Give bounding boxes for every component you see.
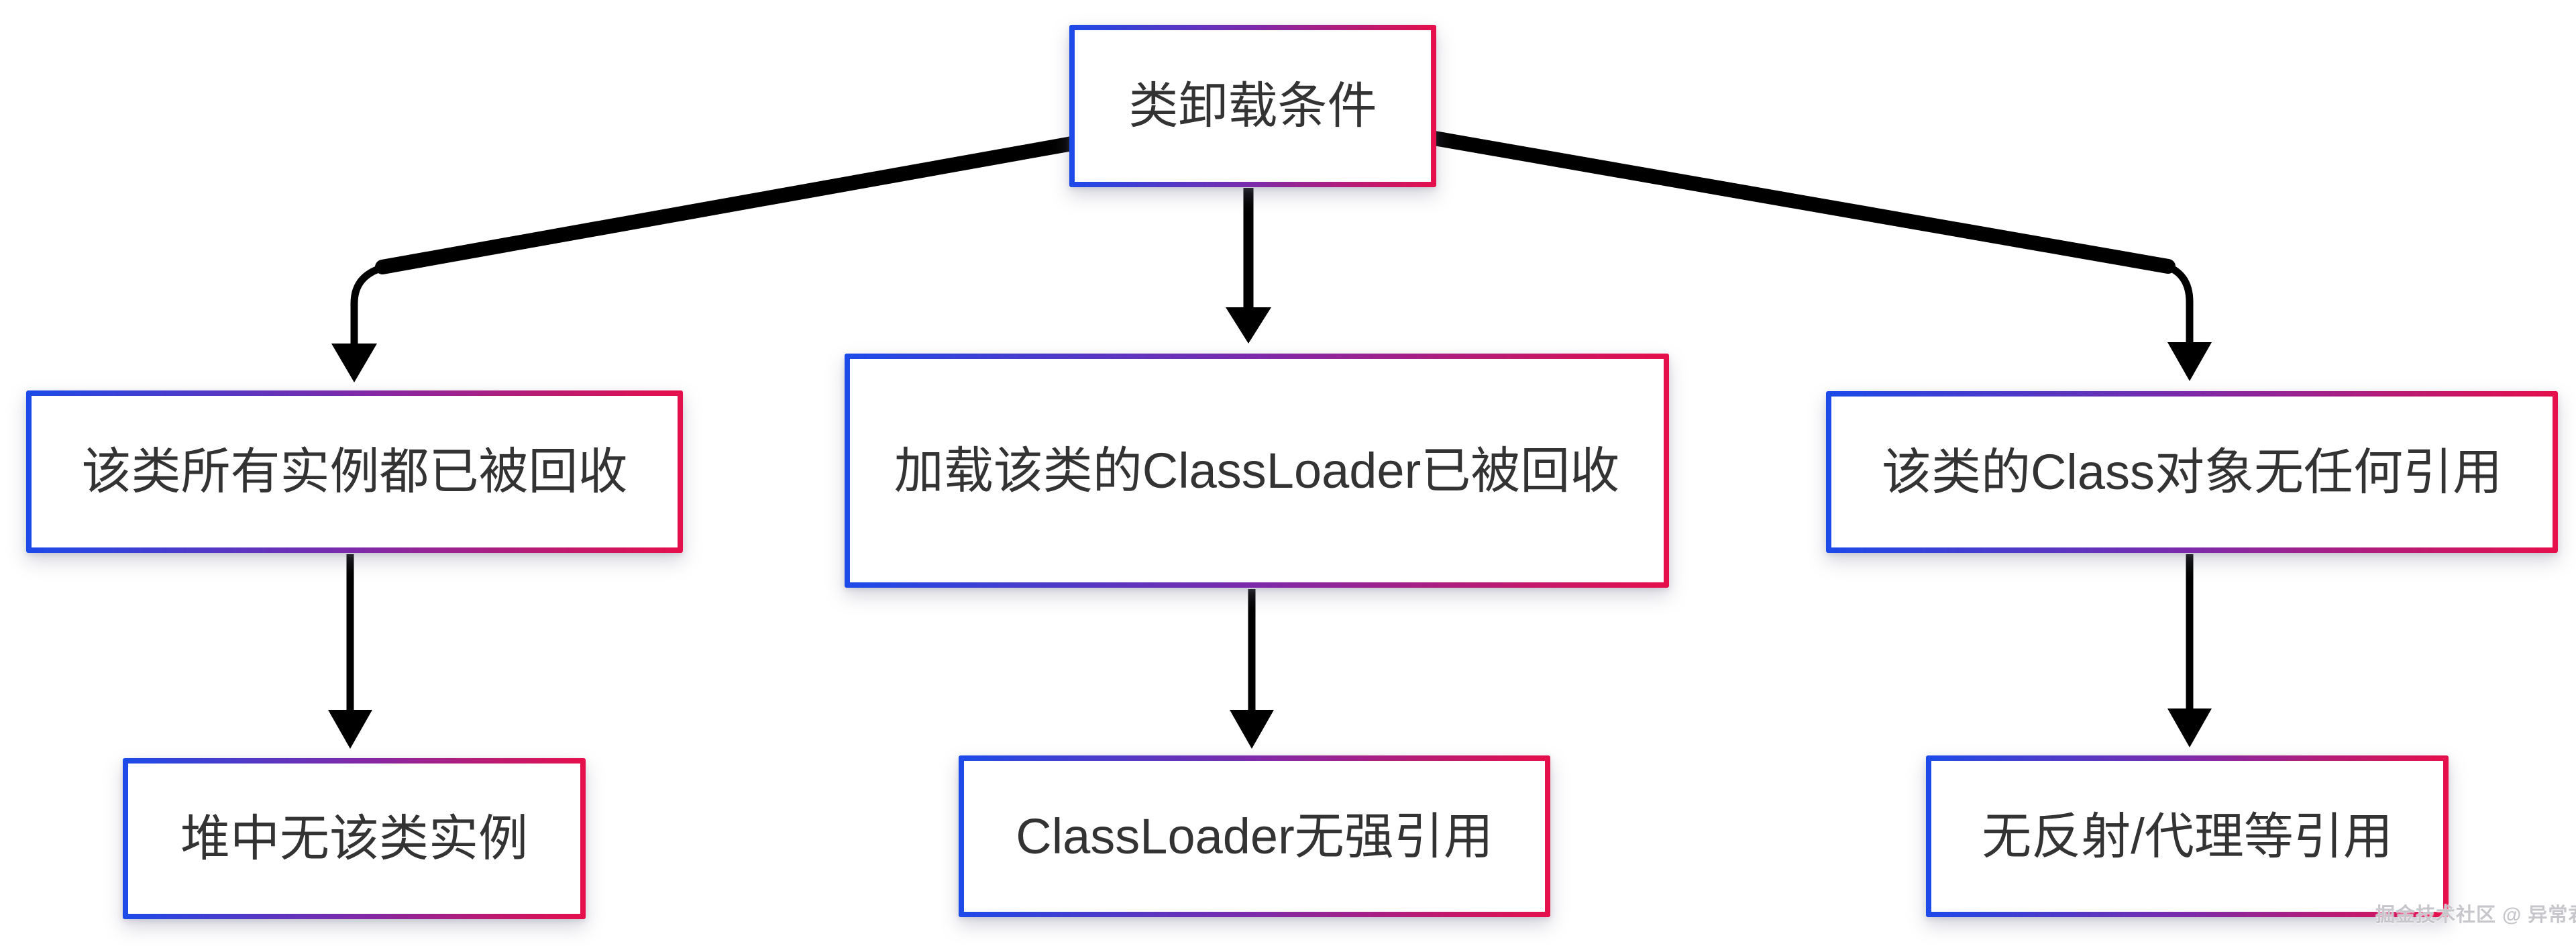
connector-root-to-cond-3 bbox=[1427, 131, 2212, 381]
arrowhead-cond-1 bbox=[331, 344, 377, 382]
connector-root-to-cond-1 bbox=[331, 136, 1079, 382]
node-detail-classloader-no-strong-refs: ClassLoader无强引用 bbox=[959, 755, 1550, 917]
connector-cond-2-to-detail-2 bbox=[1230, 589, 1274, 749]
connector-root-to-cond-2 bbox=[1226, 188, 1271, 344]
node-condition-3-label: 该类的Class对象无任何引用 bbox=[1881, 443, 2503, 500]
node-condition-2-label: 加载该类的ClassLoader已被回收 bbox=[894, 442, 1620, 498]
arrowhead-detail-2 bbox=[1230, 710, 1274, 749]
node-detail-no-reflection-proxy-refs: 无反射/代理等引用 bbox=[1926, 755, 2449, 917]
node-root-label: 类卸载条件 bbox=[1128, 78, 1377, 134]
connector-cond-1-to-detail-1 bbox=[328, 554, 372, 749]
node-detail-1-label: 堆中无该类实例 bbox=[180, 810, 528, 867]
node-condition-instances-collected: 该类所有实例都已被回收 bbox=[26, 390, 683, 553]
node-condition-class-object-unreferenced: 该类的Class对象无任何引用 bbox=[1826, 391, 2558, 553]
connector-cond-3-to-detail-3 bbox=[2167, 554, 2212, 747]
node-condition-classloader-collected: 加载该类的ClassLoader已被回收 bbox=[845, 354, 1669, 588]
arrowhead-detail-1 bbox=[328, 710, 372, 749]
node-detail-no-heap-instances: 堆中无该类实例 bbox=[123, 758, 586, 919]
node-condition-1-label: 该类所有实例都已被回收 bbox=[81, 443, 628, 500]
watermark: 掘金技术社区 @ 异常君 bbox=[2375, 904, 2576, 926]
node-detail-2-label: ClassLoader无强引用 bbox=[1016, 808, 1493, 864]
node-detail-3-label: 无反射/代理等引用 bbox=[1982, 808, 2393, 864]
arrowhead-detail-3 bbox=[2167, 708, 2212, 747]
node-root-class-unload-conditions: 类卸载条件 bbox=[1069, 25, 1436, 187]
arrowhead-cond-3 bbox=[2167, 342, 2212, 381]
arrowhead-cond-2 bbox=[1226, 307, 1271, 344]
